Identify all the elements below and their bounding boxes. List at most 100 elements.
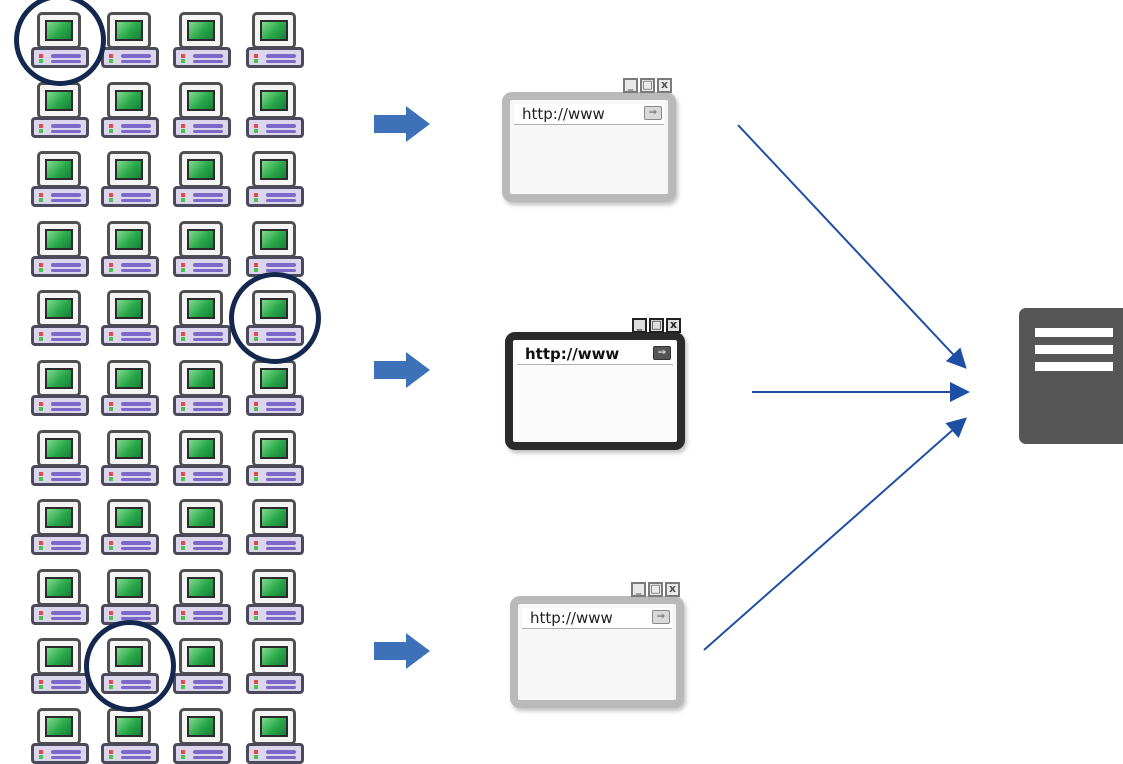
computer-base [31, 117, 89, 138]
desktop-computer-icon [246, 708, 306, 764]
desktop-computer-icon [173, 499, 233, 555]
desktop-computer-icon [101, 221, 161, 277]
monitor [252, 430, 296, 467]
desktop-computer-icon [31, 151, 91, 207]
monitor [252, 499, 296, 536]
monitor [252, 638, 296, 675]
address-bar: http://www ⇒ [514, 104, 664, 125]
block-arrow-3 [374, 633, 430, 669]
monitor [179, 708, 223, 745]
computer-base [173, 186, 231, 207]
browser-titlebar: _ □ x [510, 78, 672, 100]
computer-base [173, 673, 231, 694]
highlight-ring [229, 272, 321, 364]
screen [115, 159, 143, 180]
monitor [107, 221, 151, 258]
address-text: http://www [530, 609, 613, 627]
screen [187, 716, 215, 737]
desktop-computer-icon [246, 82, 306, 138]
address-text: http://www [522, 105, 605, 123]
computer-base [101, 47, 159, 68]
monitor [37, 82, 81, 119]
address-text: http://www [525, 345, 620, 363]
monitor [37, 290, 81, 327]
highlight-ring [14, 0, 106, 86]
connector-line-1 [737, 124, 967, 369]
desktop-computer-icon [246, 499, 306, 555]
screen [260, 90, 288, 111]
screen [45, 507, 73, 528]
screen [45, 646, 73, 667]
desktop-computer-icon [101, 290, 161, 346]
monitor [179, 360, 223, 397]
desktop-computer-icon [173, 12, 233, 68]
screen [45, 90, 73, 111]
maximize-icon: □ [640, 78, 655, 93]
desktop-computer-icon [101, 12, 161, 68]
monitor [252, 12, 296, 49]
computer-base [246, 117, 304, 138]
screen [115, 90, 143, 111]
screen [260, 577, 288, 598]
screen [260, 368, 288, 389]
desktop-computer-icon [173, 82, 233, 138]
computer-base [31, 395, 89, 416]
desktop-computer-icon [101, 499, 161, 555]
monitor [107, 499, 151, 536]
screen [260, 20, 288, 41]
address-bar: http://www ⇒ [522, 608, 672, 629]
go-arrow-icon: ⇒ [644, 106, 662, 120]
highlight-ring [84, 620, 176, 712]
desktop-computer-icon [246, 569, 306, 625]
screen [115, 20, 143, 41]
screen [260, 438, 288, 459]
desktop-computer-icon [31, 708, 91, 764]
desktop-computer-icon [246, 638, 306, 694]
computer-base [31, 743, 89, 764]
monitor [107, 82, 151, 119]
monitor [37, 569, 81, 606]
computer-base [101, 117, 159, 138]
computer-base [101, 325, 159, 346]
screen [187, 368, 215, 389]
screen [187, 438, 215, 459]
browser-window-1: _ □ x http://www ⇒ [502, 78, 676, 202]
monitor [37, 499, 81, 536]
minimize-icon: _ [623, 78, 638, 93]
computer-base [31, 325, 89, 346]
computer-base [173, 117, 231, 138]
monitor [179, 290, 223, 327]
computer-base [173, 47, 231, 68]
screen [45, 229, 73, 250]
desktop-computer-icon [173, 290, 233, 346]
desktop-computer-icon [173, 360, 233, 416]
computer-base [173, 395, 231, 416]
screen [260, 229, 288, 250]
monitor [179, 430, 223, 467]
desktop-computer-icon [101, 151, 161, 207]
computer-base [173, 534, 231, 555]
browser-window-2: _ □ x http://www ⇒ [505, 318, 685, 450]
screen [115, 368, 143, 389]
computer-base [246, 465, 304, 486]
monitor [252, 151, 296, 188]
desktop-computer-icon [173, 221, 233, 277]
screen [115, 716, 143, 737]
desktop-computer-icon [101, 360, 161, 416]
computer-base [101, 395, 159, 416]
monitor [107, 708, 151, 745]
desktop-computer-icon [101, 430, 161, 486]
desktop-computer-icon [31, 290, 91, 346]
desktop-computer-icon [246, 151, 306, 207]
browser-window-3: _ □ x http://www ⇒ [510, 582, 684, 708]
computer-base [246, 534, 304, 555]
computer-base [173, 743, 231, 764]
desktop-computer-icon [173, 569, 233, 625]
computer-base [31, 673, 89, 694]
monitor [37, 151, 81, 188]
monitor [107, 290, 151, 327]
computer-base [246, 186, 304, 207]
desktop-computer-icon [31, 360, 91, 416]
desktop-computer-icon [31, 569, 91, 625]
computer-grid [0, 0, 330, 764]
